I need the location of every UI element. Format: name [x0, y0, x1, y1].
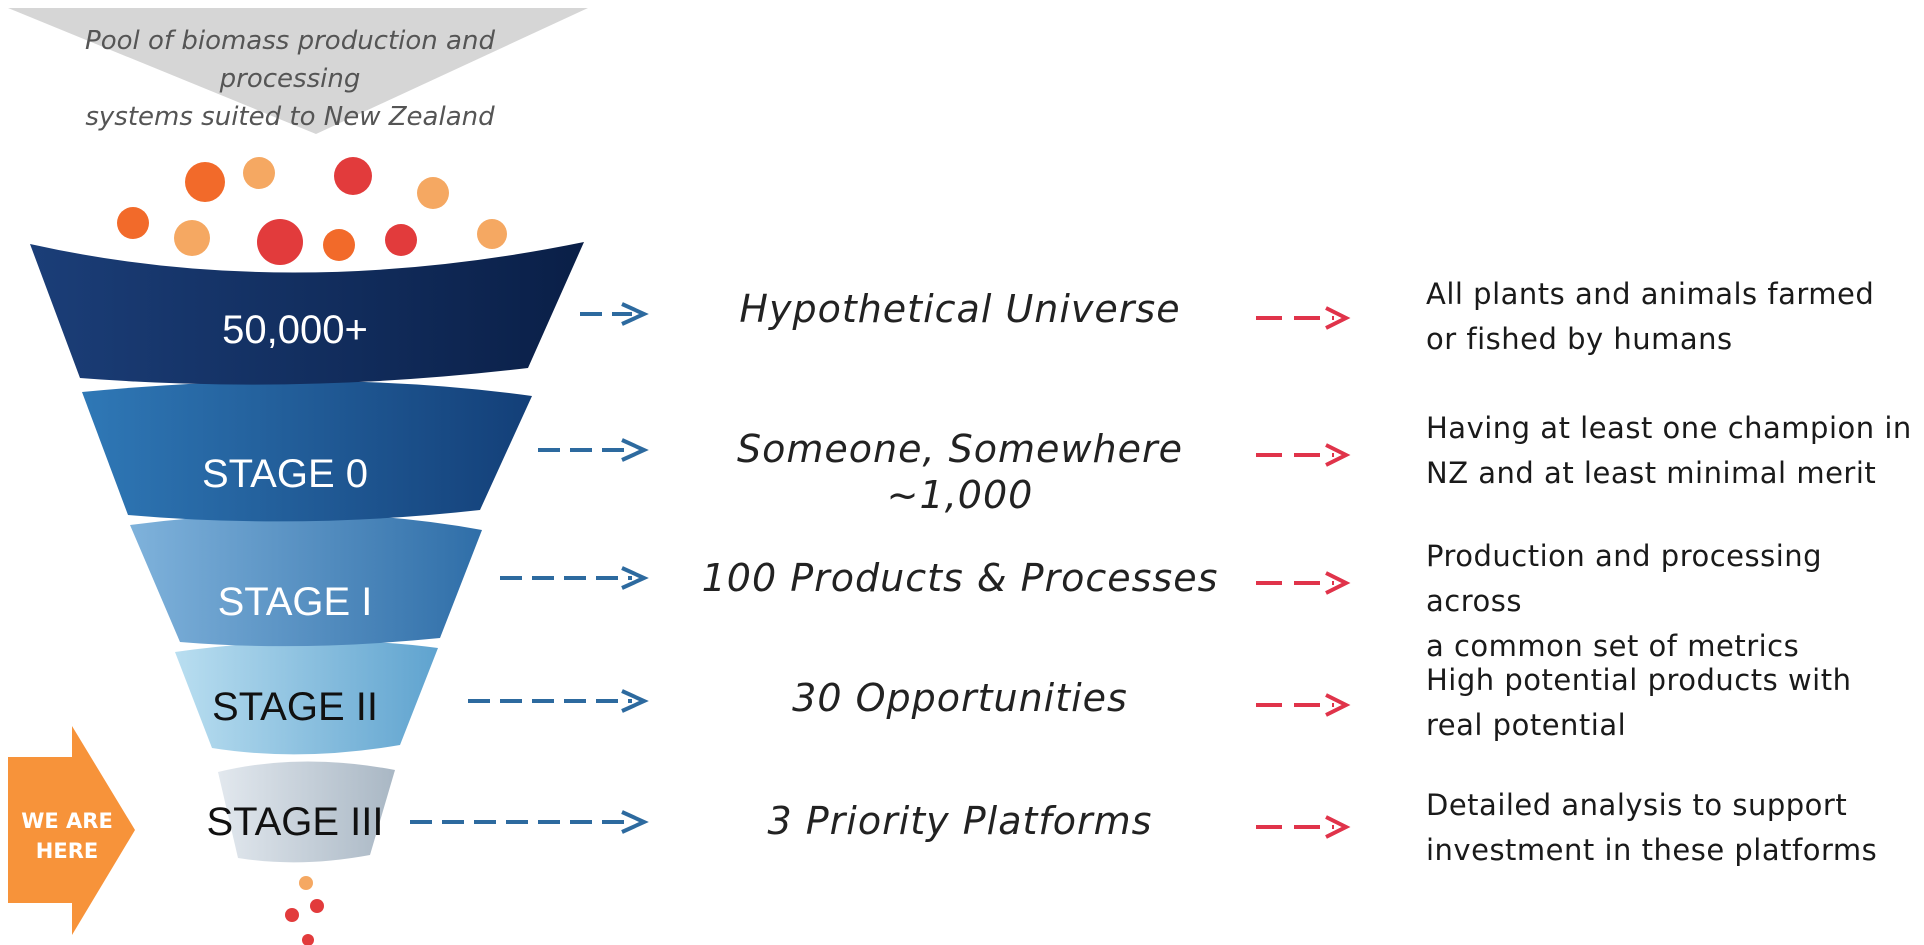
- stage-label-stage-iii: STAGE III: [206, 800, 384, 844]
- blue-arrows: [410, 302, 649, 834]
- title-universe-line: Hypothetical Universe: [739, 287, 1181, 331]
- desc-stage-i-line2: a common set of metrics: [1426, 629, 1800, 663]
- title-stage-iii: 3 Priority Platforms: [700, 798, 1220, 844]
- stage-label-universe: 50,000+: [222, 308, 368, 352]
- pool-line-2: systems suited to New Zealand: [85, 102, 495, 132]
- desc-universe: All plants and animals farmed or fished …: [1426, 272, 1924, 362]
- pool-line-1: Pool of biomass production and processin…: [85, 26, 495, 94]
- desc-stage-i-line1: Production and processing across: [1426, 539, 1823, 618]
- title-stage-0: Someone, Somewhere ~1,000: [700, 426, 1220, 518]
- we-are-here-label: WE ARE HERE: [8, 806, 126, 866]
- pool-caption: Pool of biomass production and processin…: [20, 22, 560, 136]
- output-dots: [285, 876, 324, 945]
- stage-label-stage-ii: STAGE II: [212, 685, 378, 729]
- title-universe: Hypothetical Universe: [700, 286, 1220, 332]
- desc-stage-ii: High potential products with real potent…: [1426, 658, 1924, 748]
- desc-stage-0-line2: NZ and at least minimal merit: [1426, 456, 1877, 490]
- biomass-dots: [117, 157, 507, 265]
- funnel-band-stage-0: [82, 380, 532, 522]
- desc-stage-iii: Detailed analysis to support investment …: [1426, 783, 1924, 873]
- title-stage-i-line: 100 Products & Processes: [701, 556, 1219, 600]
- we-are-here-line2: HERE: [35, 839, 99, 863]
- title-stage-0-line1: Someone, Somewhere: [737, 427, 1183, 471]
- funnel-band-stage-ii: [175, 640, 438, 755]
- desc-stage-ii-line2: real potential: [1426, 708, 1627, 742]
- desc-stage-0-line1: Having at least one champion in: [1426, 411, 1912, 445]
- desc-stage-0: Having at least one champion in NZ and a…: [1426, 406, 1924, 496]
- desc-stage-ii-line1: High potential products with: [1426, 663, 1852, 697]
- desc-stage-i: Production and processing across a commo…: [1426, 534, 1924, 669]
- title-stage-i: 100 Products & Processes: [700, 555, 1220, 601]
- funnel-band-stage-i: [130, 513, 482, 647]
- title-stage-ii-line: 30 Opportunities: [792, 676, 1128, 720]
- desc-universe-line2: or fished by humans: [1426, 322, 1733, 356]
- red-arrows: [1256, 306, 1351, 839]
- we-are-here-arrow: [8, 726, 135, 935]
- title-stage-0-line2: ~1,000: [886, 473, 1034, 517]
- funnel-band-stage-iii: [218, 761, 395, 863]
- desc-stage-iii-line2: investment in these platforms: [1426, 833, 1878, 867]
- stage-label-stage-0: STAGE 0: [202, 452, 368, 496]
- desc-stage-iii-line1: Detailed analysis to support: [1426, 788, 1848, 822]
- title-stage-iii-line: 3 Priority Platforms: [767, 799, 1153, 843]
- pool-triangle: [8, 8, 588, 134]
- title-stage-ii: 30 Opportunities: [700, 675, 1220, 721]
- we-are-here-line1: WE ARE: [21, 809, 113, 833]
- desc-universe-line1: All plants and animals farmed: [1426, 277, 1875, 311]
- funnel-band-universe: [30, 242, 584, 385]
- stage-label-stage-i: STAGE I: [217, 580, 373, 624]
